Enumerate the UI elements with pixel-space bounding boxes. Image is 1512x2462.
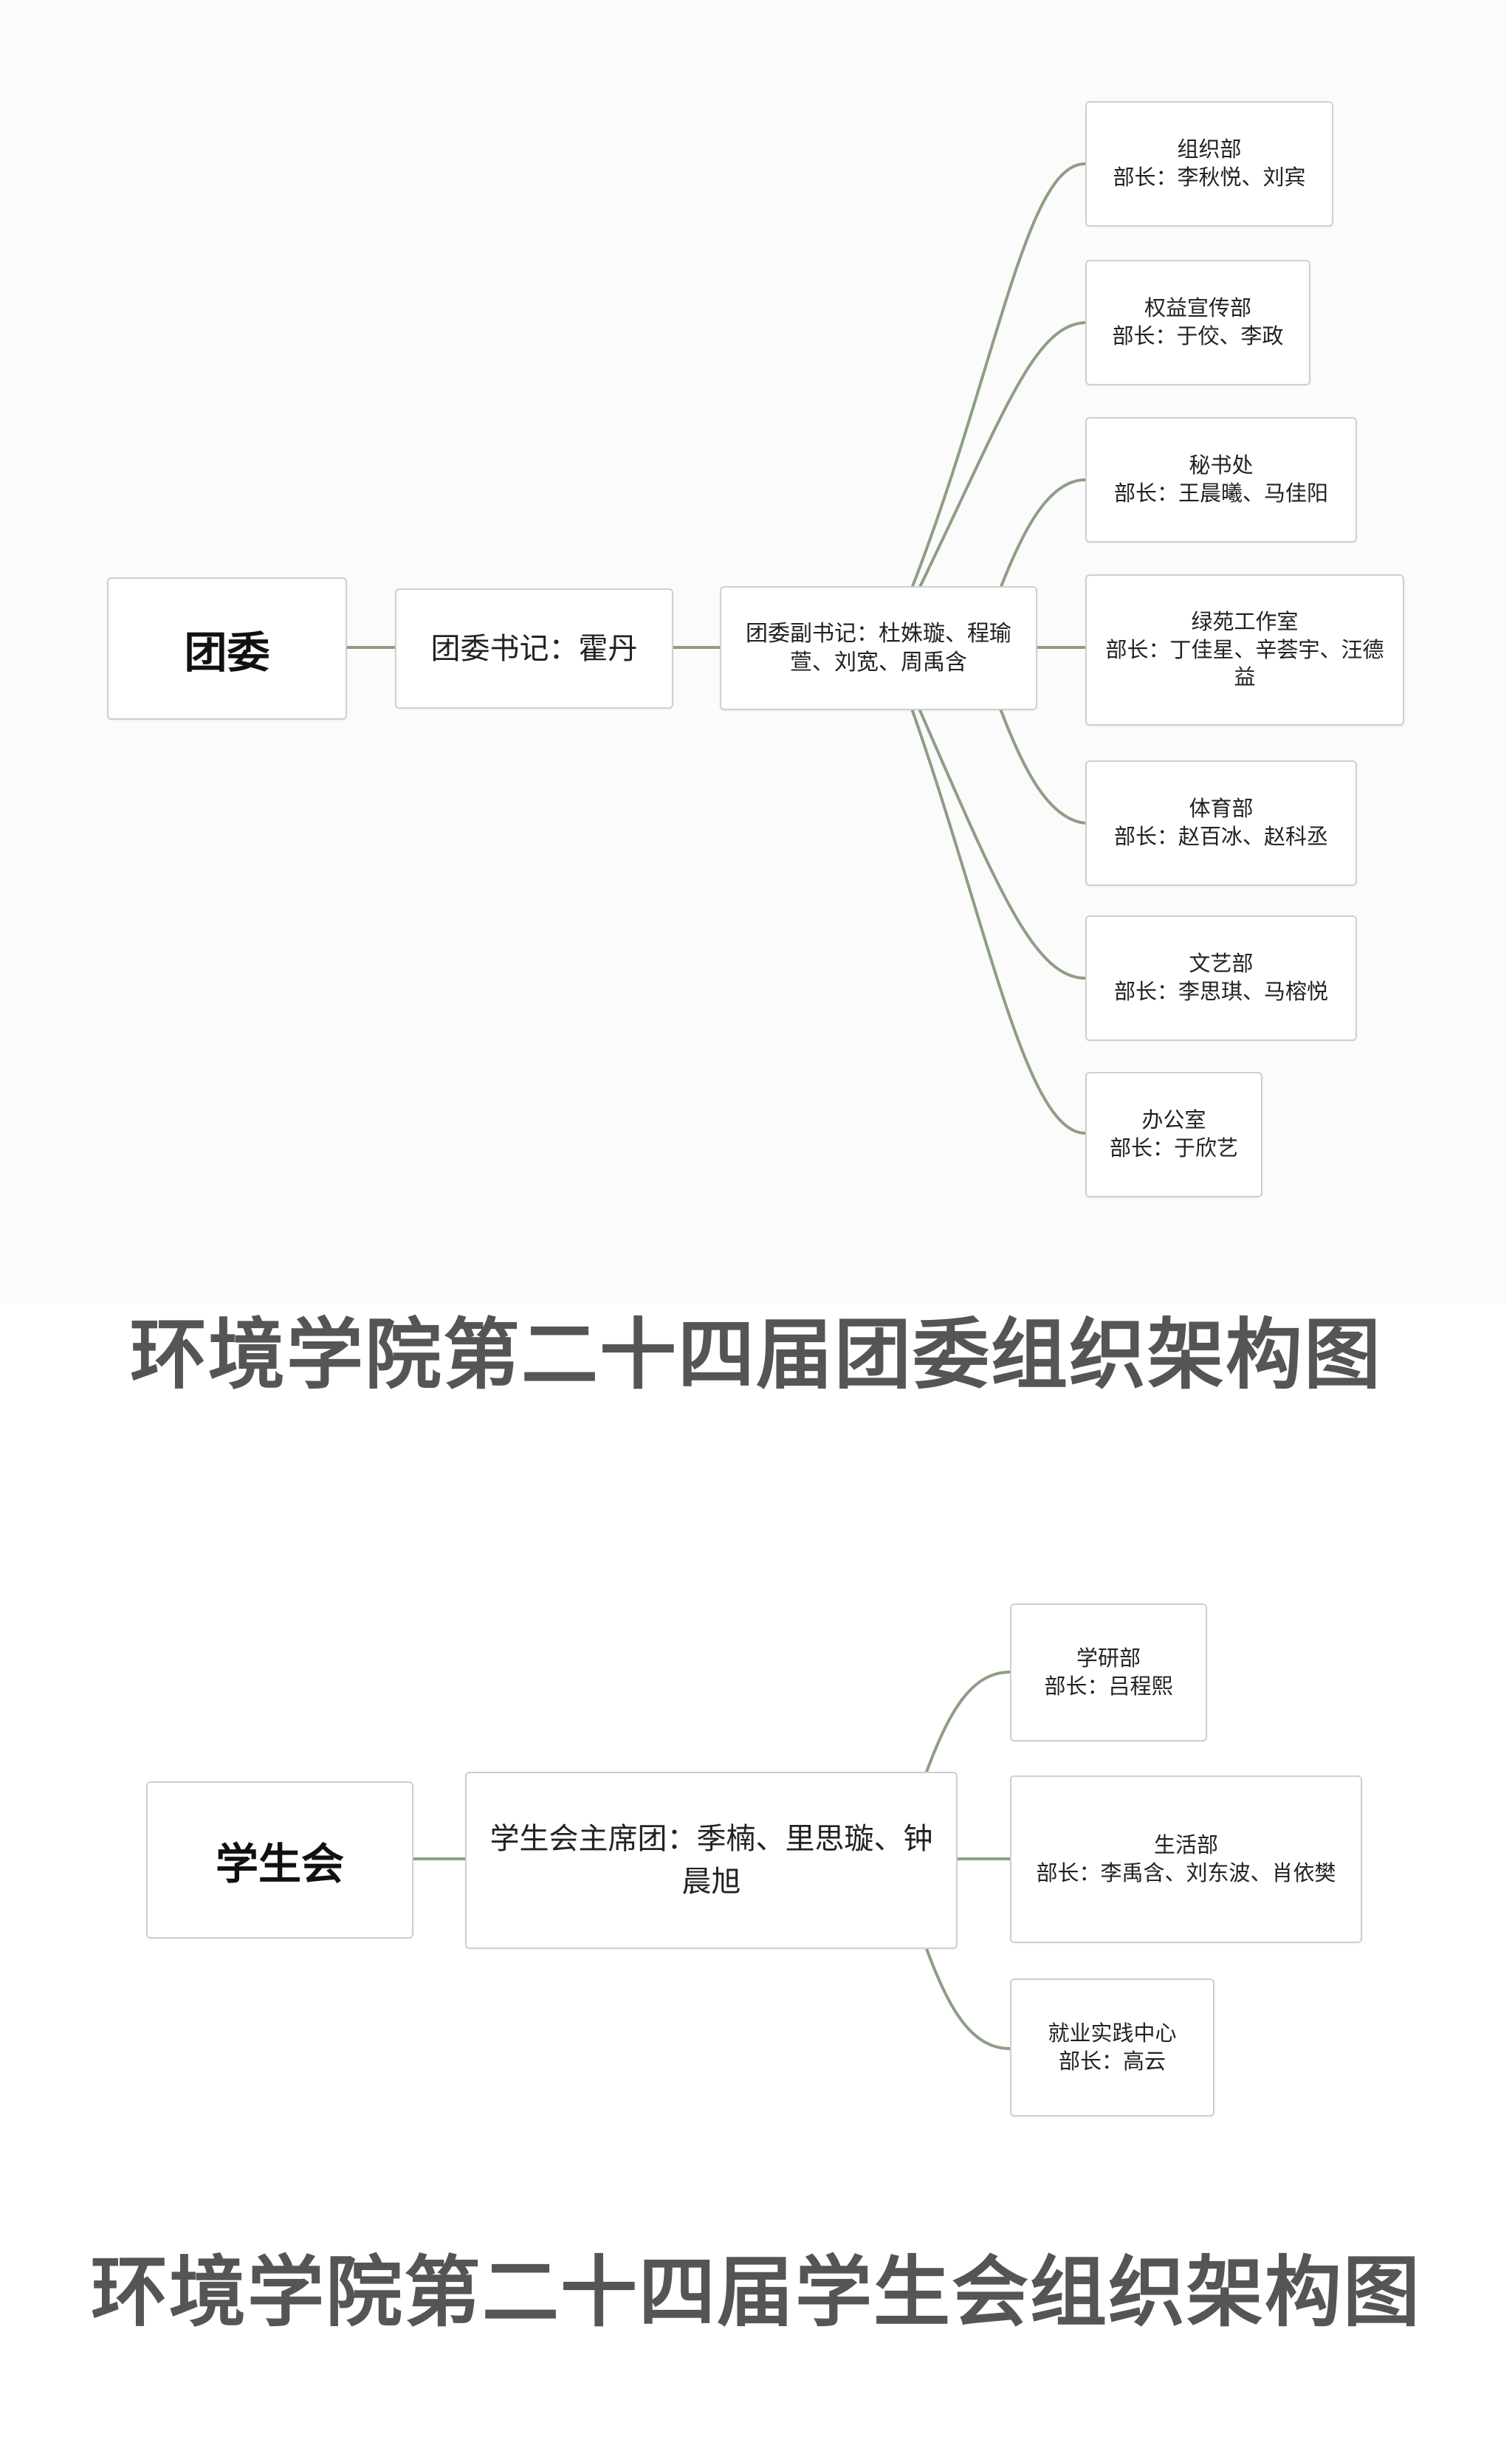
dept-name: 就业实践中心 [1048, 2020, 1177, 2046]
dept-heads: 部长：李秋悦、刘宾 [1113, 165, 1306, 190]
dept-node: 组织部 部长：李秋悦、刘宾 [1085, 101, 1333, 227]
youth-league-secretary-label: 团委书记：霍丹 [430, 631, 638, 666]
dept-node: 绿苑工作室 部长：丁佳星、辛荟宇、汪德益 [1085, 574, 1404, 726]
dept-heads: 部长：吕程熙 [1044, 1673, 1173, 1699]
youth-league-deputy-label: 团委副书记：杜姝璇、程瑜萱、刘宽、周禹含 [746, 621, 1011, 675]
connector-deputy-dept-6 [918, 708, 1086, 980]
student-union-root-label: 学生会 [215, 1838, 344, 1889]
dept-heads: 部长：李禹含、刘东波、肖依樊 [1036, 1860, 1336, 1885]
connector-deputy-dept-1 [910, 162, 1086, 589]
student-union-root: 学生会 [146, 1781, 413, 1939]
connector-presidium-dept-1 [925, 1671, 1011, 1772]
dept-node: 办公室 部长：于欣艺 [1085, 1072, 1262, 1197]
dept-heads: 部长：丁佳星、辛荟宇、汪德益 [1105, 636, 1384, 690]
dept-node: 体育部 部长：赵百冰、赵科丞 [1085, 760, 1357, 886]
youth-league-deputy: 团委副书记：杜姝璇、程瑜萱、刘宽、周禹含 [720, 586, 1037, 710]
connector-deputy-dept-7 [910, 708, 1086, 1135]
youth-league-root: 团委 [107, 577, 347, 720]
dept-name: 绿苑工作室 [1191, 608, 1299, 634]
dept-heads: 部长：李思琪、马榕悦 [1113, 979, 1328, 1004]
connector-deputy-dept-5 [999, 708, 1086, 825]
dept-heads: 部长：于欣艺 [1109, 1135, 1238, 1160]
dept-node: 文艺部 部长：李思琪、马榕悦 [1085, 915, 1357, 1041]
dept-heads: 部长：王晨曦、马佳阳 [1113, 481, 1328, 506]
dept-node: 生活部 部长：李禹含、刘东波、肖依樊 [1010, 1775, 1362, 1943]
dept-heads: 部长：赵百冰、赵科丞 [1113, 824, 1328, 849]
dept-name: 学研部 [1076, 1645, 1141, 1671]
dept-node: 权益宣传部 部长：于佼、李政 [1085, 260, 1310, 385]
dept-heads: 部长：高云 [1058, 2048, 1166, 2074]
dept-heads: 部长：于佼、李政 [1112, 323, 1284, 348]
dept-name: 体育部 [1189, 796, 1254, 822]
youth-league-caption: 环境学院第二十四届团委组织架构图 [129, 1310, 1382, 1400]
youth-league-root-label: 团委 [184, 627, 270, 678]
connector-presidium-dept-3 [925, 1948, 1011, 2050]
youth-league-secretary: 团委书记：霍丹 [395, 588, 673, 709]
dept-name: 组织部 [1177, 137, 1242, 162]
dept-node: 就业实践中心 部长：高云 [1010, 1978, 1214, 2117]
dept-node: 秘书处 部长：王晨曦、马佳阳 [1085, 417, 1357, 543]
connector-deputy-dept-2 [918, 321, 1086, 589]
dept-name: 秘书处 [1189, 453, 1254, 478]
dept-name: 文艺部 [1189, 951, 1254, 977]
dept-name: 权益宣传部 [1144, 295, 1251, 321]
dept-name: 生活部 [1153, 1832, 1218, 1857]
student-union-presidium: 学生会主席团：季楠、里思璇、钟晨旭 [465, 1772, 958, 1949]
dept-node: 学研部 部长：吕程熙 [1010, 1603, 1207, 1741]
dept-name: 办公室 [1141, 1107, 1206, 1133]
student-union-caption: 环境学院第二十四届学生会组织架构图 [90, 2247, 1421, 2337]
student-union-presidium-label: 学生会主席团：季楠、里思璇、钟晨旭 [489, 1822, 933, 1899]
connector-deputy-dept-3 [999, 478, 1086, 589]
